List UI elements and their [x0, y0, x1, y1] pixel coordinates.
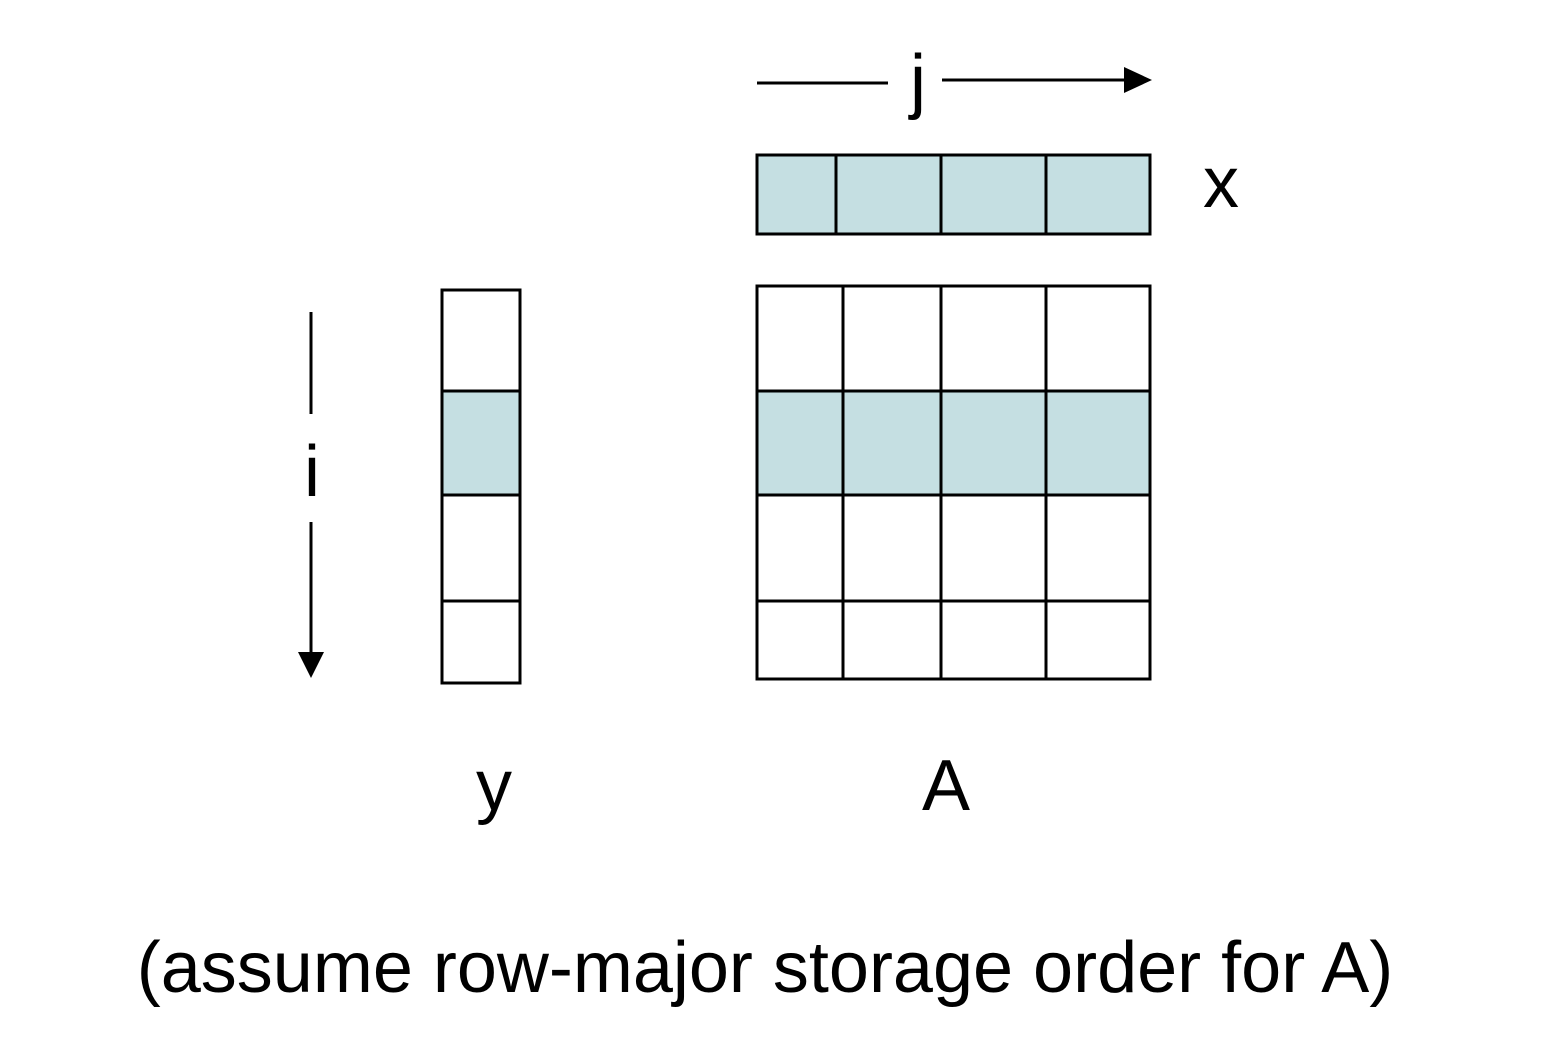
matrix-a-cell-0-0	[755, 284, 845, 393]
i-axis-arrowhead	[298, 652, 324, 678]
matrix-a-label: A	[922, 746, 970, 826]
matrix-a-cell-0-3	[1044, 284, 1152, 393]
matrix-a-cell-3-3	[1044, 599, 1152, 681]
matrix-a-cell-1-1	[841, 389, 943, 497]
matrix-a-cell-1-0	[755, 389, 845, 497]
vector-y-cell-2	[440, 493, 522, 603]
matrix-a-cell-2-2	[939, 493, 1048, 603]
matrix-a-cell-0-2	[939, 284, 1048, 393]
vector-x-cell-3	[1044, 153, 1152, 236]
vector-y-cell-0	[440, 288, 522, 393]
matrix-a-cell-2-0	[755, 493, 845, 603]
caption: (assume row-major storage order for A)	[137, 928, 1393, 1008]
matrix-a-cell-2-3	[1044, 493, 1152, 603]
matrix-a	[755, 284, 1152, 681]
vector-x-cell-1	[834, 153, 943, 236]
matrix-a-cell-3-0	[755, 599, 845, 681]
vector-x-label: x	[1203, 143, 1239, 223]
vector-y-cell-1	[440, 389, 522, 497]
matrix-a-cell-3-1	[841, 599, 943, 681]
matrix-a-cell-1-2	[939, 389, 1048, 497]
vector-y	[440, 288, 522, 685]
i-axis-label: i	[304, 432, 320, 512]
vector-y-label: y	[476, 746, 512, 826]
matrix-a-cell-0-1	[841, 284, 943, 393]
j-axis-arrowhead	[1124, 67, 1152, 93]
vector-x	[755, 153, 1152, 236]
j-axis-label: j	[908, 41, 926, 121]
vector-x-cell-0	[755, 153, 838, 236]
vector-y-cell-3	[440, 599, 522, 685]
matrix-a-cell-2-1	[841, 493, 943, 603]
vector-x-cell-2	[939, 153, 1048, 236]
matrix-a-cell-1-3	[1044, 389, 1152, 497]
matrix-a-cell-3-2	[939, 599, 1048, 681]
